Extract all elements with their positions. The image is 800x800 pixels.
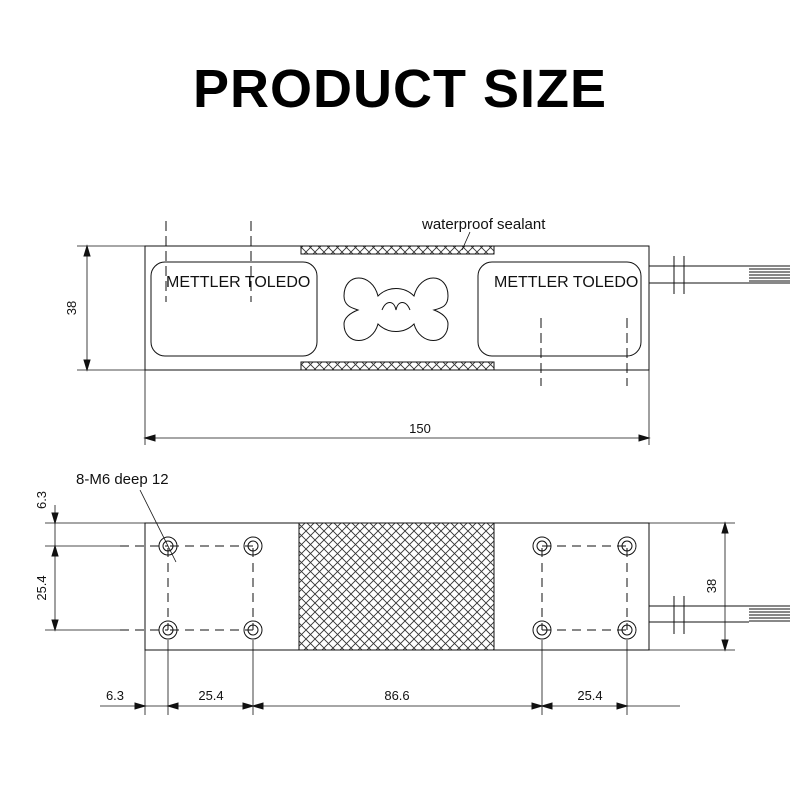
- hole: [243, 536, 263, 556]
- hole-inner: [621, 624, 633, 636]
- top-view: [77, 221, 790, 445]
- hole: [158, 536, 178, 556]
- hole-note-leader: [139, 489, 177, 563]
- dim-arrow: [134, 702, 147, 710]
- dim-label-height-right: 38: [704, 579, 719, 593]
- dim-arrow: [242, 702, 255, 710]
- hole: [158, 620, 178, 640]
- sealant-label: waterproof sealant: [421, 216, 546, 233]
- hole: [532, 620, 552, 640]
- hole-inner: [247, 540, 259, 552]
- dim-arrow: [51, 512, 59, 525]
- dim-arrow: [540, 702, 553, 710]
- dim-arrow: [51, 544, 59, 557]
- bone-cutout: [343, 277, 449, 341]
- hole-inner: [247, 624, 259, 636]
- dim-arrow: [721, 639, 729, 652]
- page-title: PRODUCT SIZE: [192, 59, 608, 119]
- dim-label-edge-top: 6.3: [34, 491, 49, 509]
- sealant-strip-bottom: [300, 361, 495, 371]
- dim-label-center: 86.6: [384, 688, 409, 703]
- dim-label-hole-spacing-left: 25.4: [198, 688, 223, 703]
- sealant-strip-top: [300, 245, 495, 255]
- dim-label-hole-spacing-right: 25.4: [577, 688, 602, 703]
- dim-arrow: [166, 702, 179, 710]
- dim-label-length: 150: [409, 421, 431, 436]
- hole-inner: [536, 540, 548, 552]
- dim-arrow-right: [638, 434, 651, 442]
- cable-bottom-wires: [749, 605, 790, 622]
- dim-arrow: [531, 702, 544, 710]
- dim-label-hole-spacing-v: 25.4: [34, 575, 49, 600]
- hole-inner: [162, 540, 174, 552]
- hole-note: 8-M6 deep 12: [76, 471, 169, 488]
- dim-arrow: [721, 521, 729, 534]
- dim-label-height: 38: [64, 301, 79, 315]
- hole-inner: [162, 624, 174, 636]
- label-plate-right: [477, 261, 642, 357]
- hole: [617, 536, 637, 556]
- cable-top-gland: [673, 256, 685, 294]
- dim-label-edge-left: 6.3: [106, 688, 124, 703]
- brand-label-right: METTLER TOLEDO: [494, 274, 638, 291]
- bottom-view: [45, 489, 790, 715]
- cable-bottom-gland: [673, 596, 685, 634]
- hole-grid-left: [120, 545, 254, 631]
- dim-arrow-up: [83, 244, 91, 257]
- hole-inner: [621, 540, 633, 552]
- holes: [158, 536, 637, 640]
- hole: [532, 536, 552, 556]
- brand-label-left: METTLER TOLEDO: [166, 274, 310, 291]
- sealant-leader: [461, 231, 471, 251]
- dim-arrow-down: [83, 359, 91, 372]
- bone-center-bump: [381, 302, 411, 311]
- cable-top-wires: [749, 265, 790, 284]
- bottom-hatch-area: [298, 522, 495, 651]
- label-plate-left: [150, 261, 318, 357]
- dim-arrow: [251, 702, 264, 710]
- hole: [243, 620, 263, 640]
- dim-arrow-left: [143, 434, 156, 442]
- hole: [617, 620, 637, 640]
- dim-arrow: [51, 619, 59, 632]
- hole-inner: [536, 624, 548, 636]
- dim-arrow: [616, 702, 629, 710]
- hole-grid-right: [541, 545, 628, 631]
